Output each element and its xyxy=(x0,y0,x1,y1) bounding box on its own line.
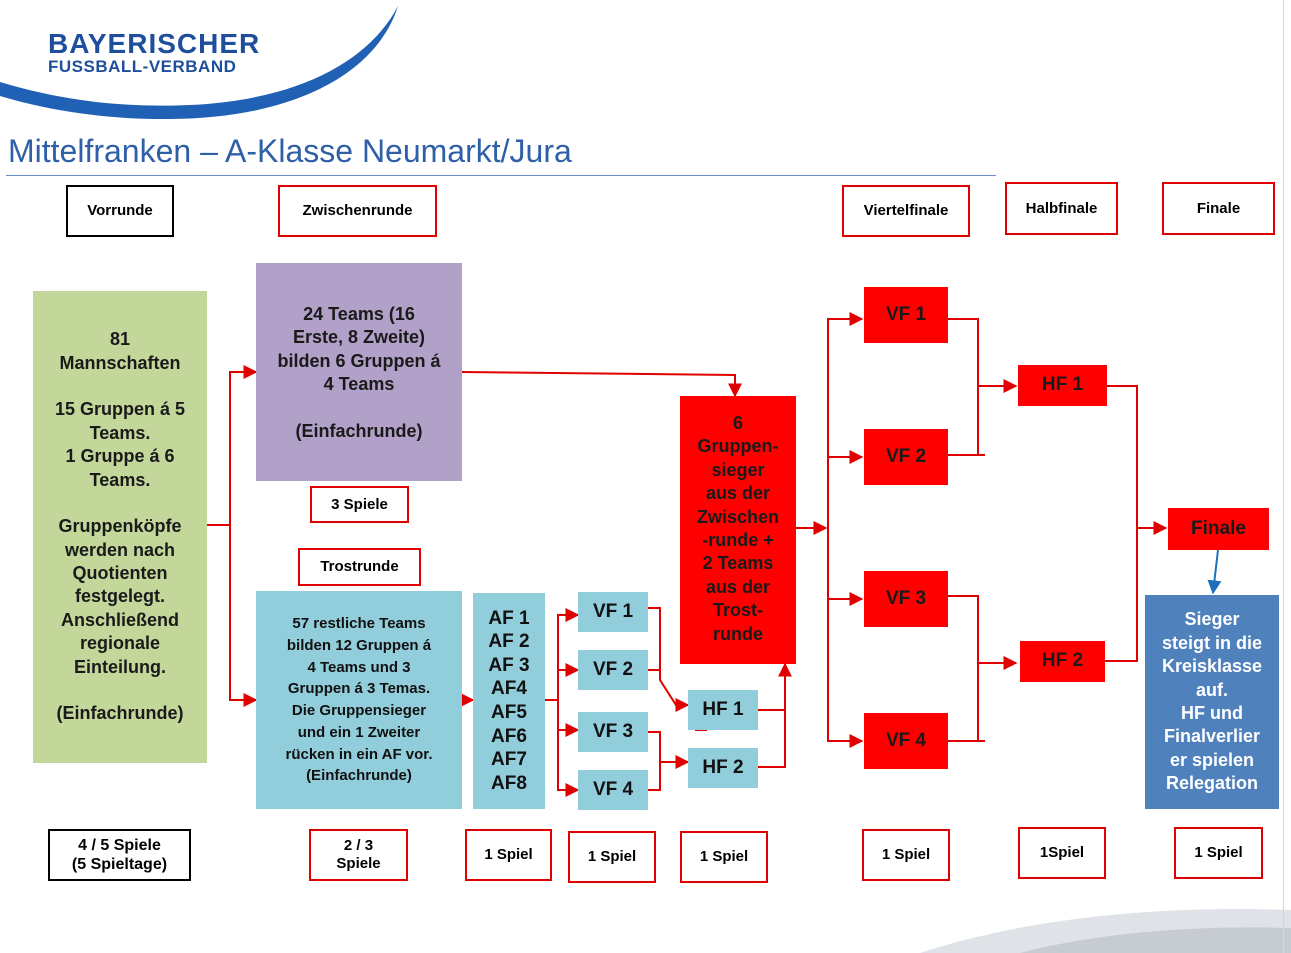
trost-vf-1: VF 1 xyxy=(578,592,648,632)
vf-2: VF 2 xyxy=(864,429,948,485)
vorrunde-box: 81 Mannschaften 15 Gruppen á 5 Teams. 1 … xyxy=(33,291,207,763)
zwischenrunde-games: 3 Spiele xyxy=(310,486,409,523)
arrow-vf-to-hf1 xyxy=(948,318,979,456)
finale-box: Finale xyxy=(1168,508,1269,550)
header-viertelfinale: Viertelfinale xyxy=(842,185,970,237)
finale-games: 1 Spiel xyxy=(1174,827,1263,879)
arrow-trost-vf-to-hf2 xyxy=(648,731,661,791)
trostrunde-box: 57 restliche Teams bilden 12 Gruppen á 4… xyxy=(256,591,462,809)
vf-1: VF 1 xyxy=(864,287,948,343)
trost-vf-4: VF 4 xyxy=(578,770,648,810)
af-list: AF 1 AF 2 AF 3 AF4 AF5 AF6 AF7 AF8 xyxy=(473,593,545,809)
hf-2: HF 2 xyxy=(1020,641,1105,682)
vorrunde-games: 4 / 5 Spiele (5 Spieltage) xyxy=(48,829,191,881)
vf-games: 1 Spiel xyxy=(862,829,950,881)
arrow-to-trostrunde xyxy=(229,525,258,707)
trost-hf-games: 1 Spiel xyxy=(680,831,768,883)
arrow-vf-to-hf2 xyxy=(948,595,979,742)
trost-hf-2: HF 2 xyxy=(688,748,758,788)
logo-swoosh xyxy=(0,0,400,120)
right-edge xyxy=(1283,0,1284,953)
title-divider xyxy=(6,175,996,176)
logo-line1: BAYERISCHER xyxy=(48,28,261,59)
header-vorrunde: Vorrunde xyxy=(66,185,174,237)
page-title: Mittelfranken – A-Klasse Neumarkt/Jura xyxy=(8,133,572,169)
arrow-to-zwischenrunde xyxy=(229,365,258,525)
vf-4: VF 4 xyxy=(864,713,948,769)
header-halbfinale: Halbfinale xyxy=(1005,182,1118,235)
gruppensieger-box: 6 Gruppen- sieger aus der Zwischen -rund… xyxy=(680,396,796,664)
vf-3: VF 3 xyxy=(864,571,948,627)
hf-1: HF 1 xyxy=(1018,365,1107,406)
arrow-finale-to-sieger xyxy=(1207,549,1222,595)
logo: BAYERISCHER FUSSBALL-VERBAND xyxy=(48,28,261,76)
arrow-hf-to-finale xyxy=(1105,385,1138,662)
trost-vf-3: VF 3 xyxy=(578,712,648,752)
hf-games: 1Spiel xyxy=(1018,827,1106,879)
trost-vf-2: VF 2 xyxy=(578,650,648,690)
arrow-zwischen-to-gruppensieger xyxy=(461,371,742,398)
trost-vf-games: 1 Spiel xyxy=(568,831,656,883)
corner-swoosh xyxy=(920,909,1291,953)
trost-hf-1: HF 1 xyxy=(688,690,758,730)
trostrunde-games: 2 / 3 Spiele xyxy=(309,829,408,881)
header-finale: Finale xyxy=(1162,182,1275,235)
header-trostrunde: Trostrunde xyxy=(298,548,421,586)
arrow-trost-hf-to-gruppensieger xyxy=(758,662,792,711)
af-games: 1 Spiel xyxy=(465,829,552,881)
header-zwischenrunde: Zwischenrunde xyxy=(278,185,437,237)
arrow-af-split xyxy=(545,608,580,701)
zwischenrunde-box: 24 Teams (16 Erste, 8 Zweite) bilden 6 G… xyxy=(256,263,462,481)
logo-line2: FUSSBALL-VERBAND xyxy=(48,57,237,76)
arrow-trost-vf-to-hf1 xyxy=(648,607,690,712)
sieger-box: Sieger steigt in die Kreisklasse auf. HF… xyxy=(1145,595,1279,809)
